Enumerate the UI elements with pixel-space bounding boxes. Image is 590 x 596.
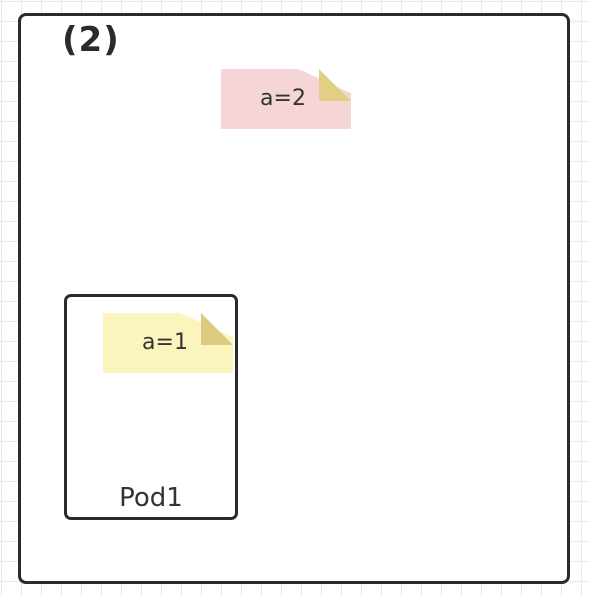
note-a2-label: a=2 xyxy=(260,86,306,111)
note-a2: a=2 xyxy=(221,69,351,129)
note-fold-icon xyxy=(201,313,233,345)
note-fold-icon xyxy=(319,69,351,101)
note-a1-label: a=1 xyxy=(142,330,188,355)
pod-box: Pod1 xyxy=(64,294,238,520)
note-a1: a=1 xyxy=(103,313,233,373)
step-label: (2) xyxy=(62,20,120,60)
pod-label: Pod1 xyxy=(119,483,183,513)
